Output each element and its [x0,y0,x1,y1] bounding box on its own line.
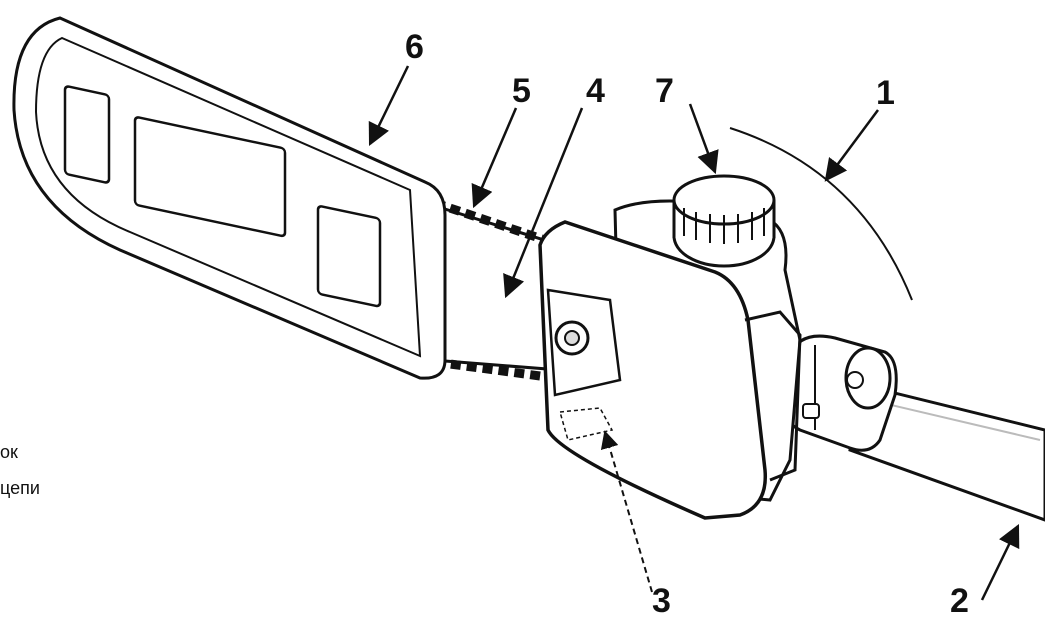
cover-window-1 [63,85,111,184]
leader-7 [688,103,719,175]
callout-6: 6 [405,28,424,66]
side-text-line-2: цепи [0,478,40,498]
callout-5: 5 [512,72,531,110]
leader-4 [503,107,584,299]
leader-1 [824,109,880,182]
callout-4: 4 [586,72,605,110]
leader-3 [600,430,653,593]
callout-2: 2 [950,582,969,620]
callout-7: 7 [655,72,674,110]
leader-2 [980,523,1020,601]
guide-bar [430,198,562,383]
rotation-arc [729,127,913,301]
side-text-line-1: ок [0,442,18,462]
callout-3: 3 [652,582,671,620]
cover-window-2 [133,116,287,238]
shaft-clamp [780,334,898,452]
leader-5 [471,107,518,209]
oil-tank-outline [559,407,614,441]
bar-cover [12,16,447,380]
gear-housing [538,199,802,520]
saw-chain-top [433,198,547,245]
saw-chain-bottom [434,357,556,383]
oil-cap [672,174,776,268]
cover-window-3 [316,205,382,308]
leader-6 [368,65,410,147]
callout-1: 1 [876,74,895,112]
